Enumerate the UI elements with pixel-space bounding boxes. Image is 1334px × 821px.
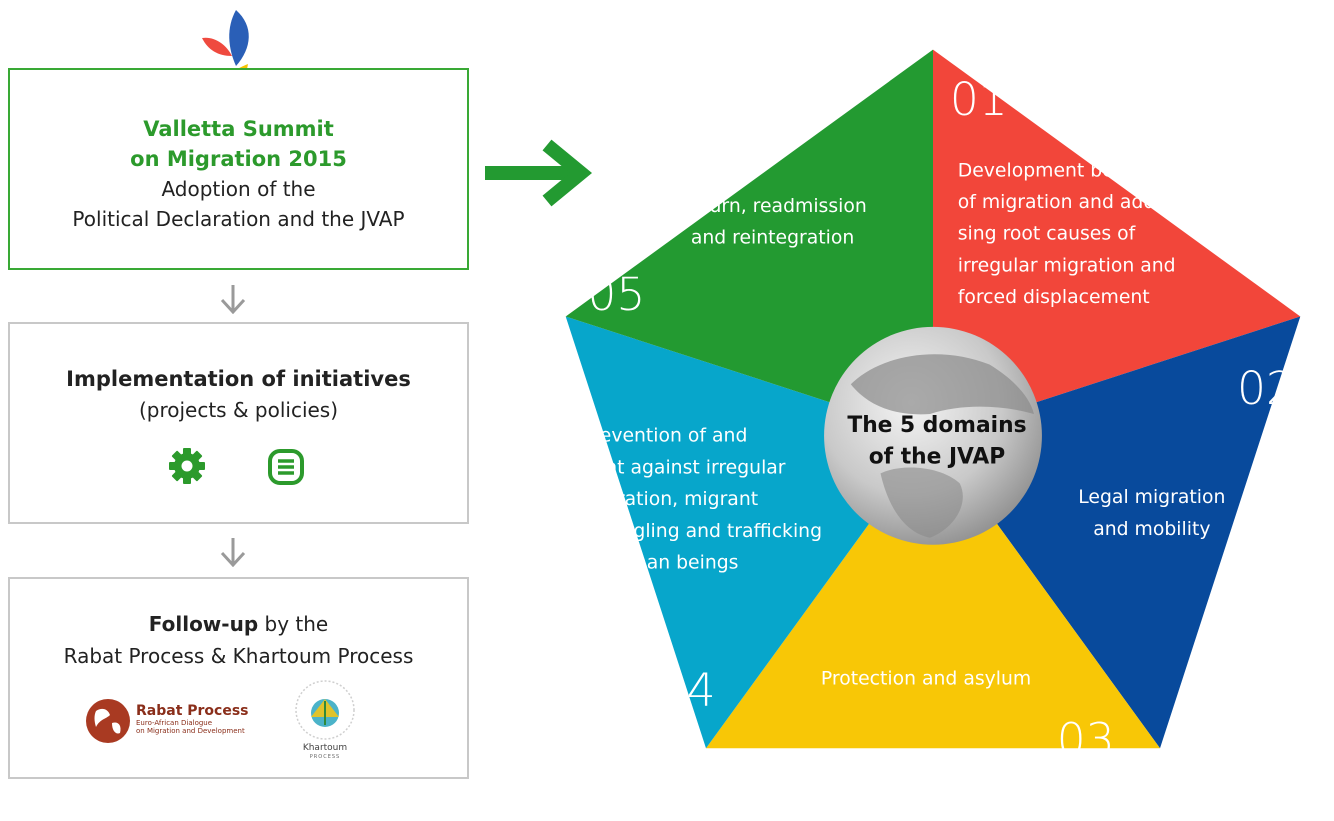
list-icon — [268, 449, 304, 485]
khartoum-logo-title: Khartoum — [302, 743, 348, 753]
domain-label-04-line-3: migration, migrant — [581, 489, 758, 510]
domain-label-02-line-1: Legal migration — [1078, 487, 1225, 508]
followup-rest: by the — [258, 612, 329, 636]
khartoum-emblem-icon — [295, 680, 355, 740]
summit-title-line2: on Migration 2015 — [130, 147, 347, 171]
down-arrow-icon — [220, 285, 246, 314]
center-title-line1: The 5 domains — [847, 413, 1026, 438]
followup-box: Follow-up by the Rabat Process & Khartou… — [8, 577, 469, 779]
domain-label-04-line-2: fight against irregular — [581, 457, 785, 478]
summit-sub-line2: Political Declaration and the JVAP — [72, 207, 405, 231]
domain-number-05: 05 — [587, 268, 645, 321]
domain-label-05-line-2: and reintegration — [691, 228, 854, 249]
domain-label-05-line-1: Return, readmission — [678, 196, 866, 217]
globe-icon — [86, 699, 130, 743]
right-arrow-icon — [485, 139, 593, 207]
center-title-line2: of the JVAP — [869, 445, 1006, 470]
down-arrow-icon — [220, 538, 246, 567]
domain-label-04-line-5: in human beings — [581, 552, 738, 573]
summit-title: Valletta Summit on Migration 2015 — [10, 114, 467, 174]
domain-label-02-line-2: and mobility — [1093, 519, 1210, 540]
followup-line1: Follow-up by the — [10, 609, 467, 639]
valletta-summit-box: Valletta Summit on Migration 2015 Adopti… — [8, 68, 469, 270]
gear-icon — [169, 448, 205, 484]
domain-segment-05 — [565, 49, 933, 436]
implementation-title: Implementation of initiatives — [66, 367, 411, 391]
domain-segment-01 — [933, 49, 1301, 436]
domain-label-01-line-3: sing root causes of — [958, 224, 1136, 245]
followup-bold: Follow-up — [148, 612, 259, 636]
domain-number-04: 04 — [658, 664, 716, 717]
khartoum-logo-sub: PROCESS — [309, 754, 341, 760]
domain-label-01-line-4: irregular migration and — [958, 255, 1176, 276]
summit-subtitle: Adoption of the Political Declaration an… — [10, 174, 467, 234]
rabat-logo-sub2: on Migration and Development — [136, 727, 245, 735]
summit-sub-line1: Adoption of the — [161, 177, 316, 201]
followup-line2: Rabat Process & Khartoum Process — [63, 644, 414, 668]
rabat-process-logo: Rabat Process Euro-African Dialogue on M… — [84, 697, 274, 747]
domain-label-04-line-4: smuggling and trafficking — [581, 521, 822, 542]
summit-title-line1: Valletta Summit — [143, 117, 334, 141]
domain-label-01-line-1: Development benefits — [958, 160, 1166, 181]
domain-label-03-line-1: Protection and asylum — [821, 668, 1031, 689]
rabat-logo-title: Rabat Process — [136, 703, 249, 719]
center-globe: The 5 domains of the JVAP — [824, 326, 1042, 545]
implementation-box: Implementation of initiatives (projects … — [8, 322, 469, 524]
domain-number-02: 02 — [1237, 362, 1295, 415]
rabat-logo-sub1: Euro-African Dialogue — [136, 719, 213, 727]
domain-number-03: 03 — [1057, 714, 1115, 767]
domain-label-01-line-2: of migration and addres- — [958, 192, 1191, 213]
domain-label-01-line-5: forced displacement — [958, 287, 1150, 308]
domain-label-04-line-1: Prevention of and — [581, 426, 747, 447]
domain-number-01: 01 — [950, 73, 1008, 126]
implementation-subtitle: (projects & policies) — [138, 398, 339, 422]
khartoum-process-logo: Khartoum PROCESS — [290, 679, 360, 769]
domain-segment-03 — [705, 435, 1161, 749]
